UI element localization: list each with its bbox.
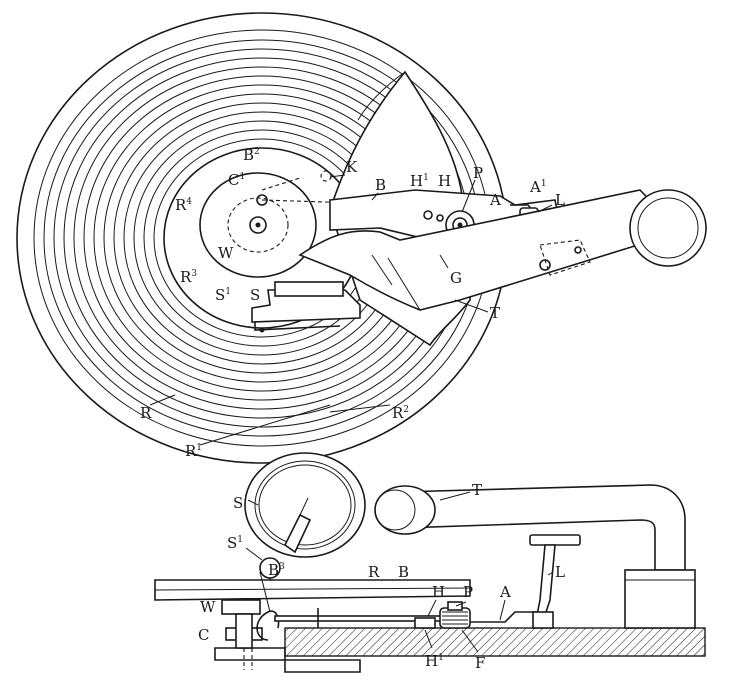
label-side-s1: S1	[227, 534, 243, 552]
turntable-hub	[199, 172, 317, 278]
label-r4: R4	[175, 196, 192, 214]
label-r: R	[140, 404, 152, 422]
label-r1: R1	[185, 442, 202, 460]
label-side-h: H	[432, 583, 445, 601]
tone-arm-elbow-side	[374, 485, 436, 535]
link-l-side	[529, 534, 581, 629]
record-side	[154, 579, 471, 601]
link-l	[539, 239, 591, 276]
stylus-s1	[259, 327, 265, 333]
label-k: K	[346, 158, 358, 176]
label-r3: R3	[180, 268, 197, 286]
plan-view-labels: B2 K C1 B H1 H P A1 A L R4 R3 W G S1 S T…	[140, 146, 565, 460]
sound-box-s	[251, 281, 361, 331]
label-s: S	[250, 286, 260, 304]
label-side-w: W	[200, 598, 216, 616]
tone-arm-end	[629, 189, 707, 267]
label-t: T	[490, 304, 500, 322]
label-b: B	[375, 176, 386, 194]
side-view-labels: S T S1 B3 R B H P A L W C H1 F	[198, 481, 565, 672]
label-p: P	[473, 164, 483, 182]
arm-a-side	[470, 611, 545, 623]
label-side-c: C	[198, 626, 209, 644]
label-r2: R2	[392, 404, 409, 422]
pivot-h	[436, 214, 444, 222]
label-side-a: A	[499, 583, 511, 601]
label-side-t: T	[472, 481, 482, 499]
label-g: G	[450, 269, 462, 287]
label-side-r: R	[368, 563, 380, 581]
pivot-h1	[423, 210, 433, 220]
label-side-s: S	[233, 494, 243, 512]
label-a1: A1	[529, 178, 547, 196]
leader-lines-plan	[149, 174, 553, 446]
label-side-l: L	[555, 563, 565, 581]
label-a: A	[489, 191, 501, 209]
label-side-b: B	[398, 563, 409, 581]
label-side-f: F	[475, 654, 485, 672]
label-b2: B2	[243, 146, 260, 164]
pivot-assembly-side	[414, 601, 471, 629]
label-c1: C1	[228, 171, 245, 189]
label-side-p: P	[463, 583, 473, 601]
plan-view: B2 K C1 B H1 H P A1 A L R4 R3 W G S1 S T…	[16, 12, 707, 464]
label-side-h1: H1	[425, 652, 444, 670]
side-view: S T S1 B3 R B H P A L W C H1 F	[154, 452, 706, 673]
tone-arm-side	[399, 484, 696, 629]
leader-lines-side	[245, 491, 554, 653]
turntable-spindle-side	[221, 599, 263, 670]
base-plate	[284, 627, 706, 657]
pin-k	[320, 170, 332, 182]
label-l: L	[555, 191, 565, 209]
label-w: W	[218, 244, 234, 262]
label-h: H	[438, 172, 451, 190]
sound-box-side	[244, 452, 366, 558]
label-h1: H1	[410, 172, 429, 190]
label-s1: S1	[215, 286, 231, 304]
label-side-b3: B3	[268, 561, 285, 579]
